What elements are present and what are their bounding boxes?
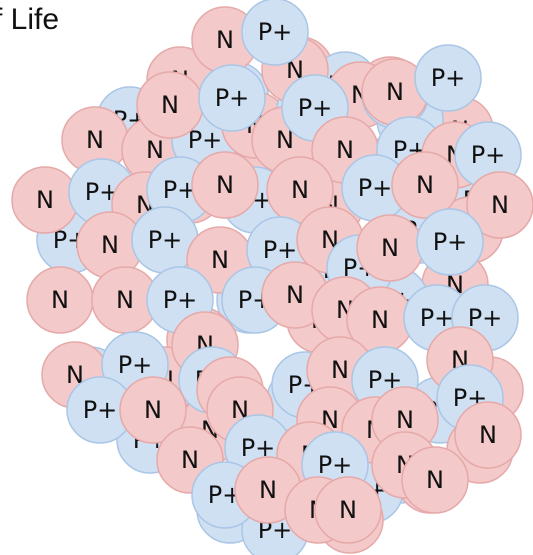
neutron-label: N <box>161 91 179 119</box>
neutron-label: N <box>396 406 414 434</box>
neutron-label: N <box>216 171 234 199</box>
neutron-label: N <box>101 231 119 259</box>
proton-circle <box>198 64 266 132</box>
neutron: N <box>454 401 522 469</box>
neutron-label: N <box>286 56 304 84</box>
neutron-label: N <box>216 26 234 54</box>
neutron-label: N <box>331 356 349 384</box>
proton-label: P+ <box>433 228 468 256</box>
neutron-label: N <box>36 186 54 214</box>
neutron-circle <box>466 171 533 239</box>
page-title: f Life <box>0 3 60 36</box>
neutron-circle <box>191 151 259 219</box>
neutron-label: N <box>386 78 404 106</box>
proton-label: P+ <box>468 304 503 332</box>
neutron-label: N <box>259 476 277 504</box>
neutron-label: N <box>491 191 509 219</box>
neutron-circle <box>401 446 469 514</box>
proton-label: P+ <box>188 126 223 154</box>
neutron-label: N <box>86 126 104 154</box>
proton-circle <box>414 44 482 112</box>
neutron-label: N <box>66 361 84 389</box>
proton: P+ <box>414 44 482 112</box>
proton-label: P+ <box>431 64 466 92</box>
neutron-label: N <box>211 246 229 274</box>
proton-label: P+ <box>215 84 250 112</box>
proton-circle <box>241 0 309 66</box>
proton: P+ <box>198 64 266 132</box>
neutron-label: N <box>276 126 294 154</box>
neutron-circle <box>314 476 382 544</box>
proton-label: P+ <box>83 396 118 424</box>
neutron: N <box>466 171 533 239</box>
neutron: N <box>136 71 204 139</box>
neutron-label: N <box>146 136 164 164</box>
proton-label: P+ <box>420 304 455 332</box>
proton: P+ <box>241 0 309 66</box>
neutron: N <box>61 106 129 174</box>
proton: P+ <box>66 376 134 444</box>
neutron-circle <box>391 151 459 219</box>
proton-label: P+ <box>471 141 506 169</box>
neutron-label: N <box>231 396 249 424</box>
neutron-label: N <box>336 136 354 164</box>
neutron-label: N <box>479 421 497 449</box>
neutron-circle <box>454 401 522 469</box>
proton-label: P+ <box>298 94 333 122</box>
proton-label: P+ <box>148 226 183 254</box>
neutron: N <box>191 151 259 219</box>
neutron-label: N <box>144 396 162 424</box>
neutron-label: N <box>371 306 389 334</box>
neutron-label: N <box>381 234 399 262</box>
proton-circle <box>416 208 484 276</box>
neutron: N <box>26 266 94 334</box>
proton-label: P+ <box>118 351 153 379</box>
neutron-label: N <box>291 176 309 204</box>
neutron: N <box>401 446 469 514</box>
proton: P+ <box>416 208 484 276</box>
neutron-label: N <box>426 466 444 494</box>
neutron-circle <box>119 376 187 444</box>
neutron: N <box>391 151 459 219</box>
proton-label: P+ <box>258 18 293 46</box>
neutron-label: N <box>116 286 134 314</box>
neutron: N <box>356 214 424 282</box>
neutron: N <box>11 166 79 234</box>
proton-label: P+ <box>318 451 353 479</box>
neutron: N <box>76 211 144 279</box>
neutron: N <box>266 156 334 224</box>
neutron-label: N <box>416 171 434 199</box>
proton-label: P+ <box>163 286 198 314</box>
proton-label: P+ <box>263 236 298 264</box>
proton-label: P+ <box>358 174 393 202</box>
neutron: N <box>191 6 259 74</box>
neutron: N <box>314 476 382 544</box>
neutron-label: N <box>286 281 304 309</box>
neutron-label: N <box>339 496 357 524</box>
neutron: N <box>119 376 187 444</box>
neutron-label: N <box>51 286 69 314</box>
neutron-label: N <box>181 446 199 474</box>
